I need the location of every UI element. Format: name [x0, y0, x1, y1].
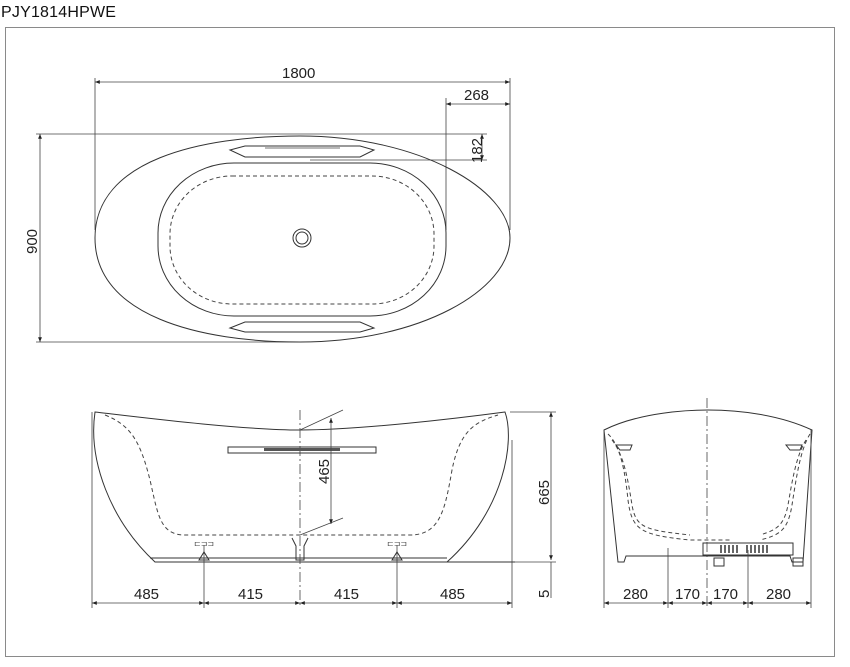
foot-center [291, 537, 309, 561]
side-view: 465 ⊏⊐⊐ ⊏⊐⊐ 665 5 485 415 415 485 [91, 409, 556, 608]
foot-end-left [713, 557, 725, 567]
dim-length: 1800 [282, 65, 315, 82]
svg-text:⊏⊐⊐: ⊏⊐⊐ [194, 539, 214, 548]
drawing-frame [5, 27, 835, 657]
top-view: 1800 268 182 900 [24, 65, 511, 343]
dim-inner-depth: 465 [316, 459, 333, 484]
dim-foot-1: 485 [134, 586, 159, 603]
dim-floor-gap: 5 [536, 590, 553, 598]
dim-end-4: 280 [766, 586, 791, 603]
svg-text:⊏⊐⊐: ⊏⊐⊐ [387, 539, 407, 548]
dim-foot-2: 415 [238, 586, 263, 603]
dim-end-2: 170 [675, 586, 700, 603]
dim-end-3: 170 [713, 586, 738, 603]
foot-left: ⊏⊐⊐ [194, 539, 214, 608]
end-view: 280 170 170 280 [603, 398, 813, 608]
dim-width: 900 [24, 229, 41, 254]
foot-right: ⊏⊐⊐ [387, 539, 407, 608]
dim-end-1: 280 [623, 586, 648, 603]
foot-end-right [792, 557, 804, 567]
dim-armrest-offset: 268 [464, 87, 489, 104]
drain-icon [292, 228, 312, 248]
model-number-title: PJY1814HPWE [1, 4, 117, 21]
dim-foot-4: 485 [440, 586, 465, 603]
dim-foot-3: 415 [334, 586, 359, 603]
dim-rim-depth: 182 [469, 138, 486, 163]
dim-height: 665 [536, 480, 553, 505]
